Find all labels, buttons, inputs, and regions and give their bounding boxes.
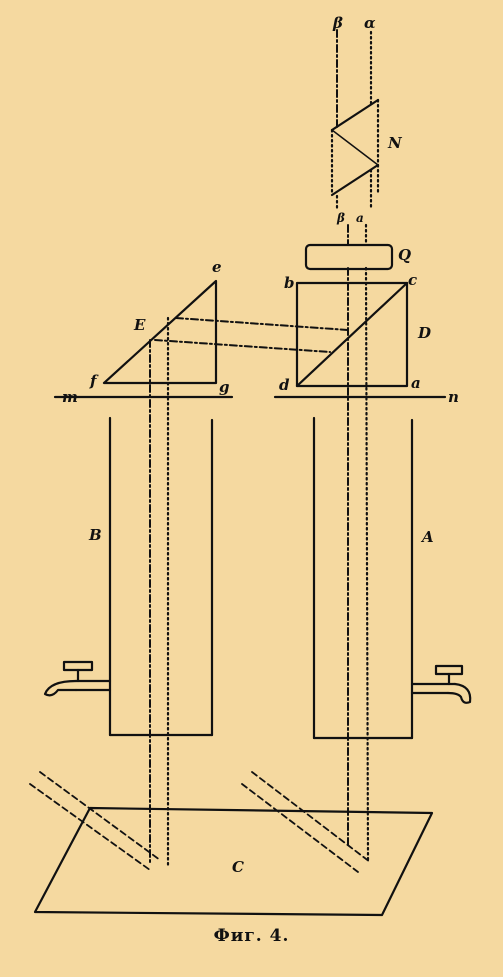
tap-B	[43, 660, 112, 697]
lens-Q	[304, 243, 394, 271]
label-n: n	[448, 388, 459, 406]
beam-A-right	[364, 266, 370, 862]
label-m: m	[62, 388, 78, 406]
beam-E-to-D-lower	[154, 339, 331, 353]
label-e: e	[212, 258, 222, 276]
label-f: f	[89, 372, 99, 390]
label-a: a	[411, 374, 421, 392]
mirror-left	[29, 771, 161, 871]
prism-E	[102, 279, 218, 385]
tube-A	[312, 416, 414, 740]
label-N: N	[387, 134, 403, 152]
tube-B	[108, 416, 214, 737]
analyzer-nicol-N	[330, 98, 380, 197]
label-D: D	[417, 324, 431, 342]
label-d: d	[279, 376, 290, 394]
label-E: E	[133, 316, 146, 334]
label-beta-top: β	[332, 14, 343, 32]
label-Q: Q	[398, 246, 411, 264]
label-B: B	[88, 526, 102, 544]
label-A: A	[420, 528, 434, 546]
figure-caption: Фиг. 4.	[213, 926, 290, 946]
tap-A	[410, 664, 472, 704]
label-c: c	[408, 271, 417, 289]
label-b: b	[284, 274, 295, 292]
beam-E-to-D-upper	[175, 317, 349, 331]
platform-C	[33, 806, 434, 917]
prism-D	[295, 281, 409, 388]
label-beta-bottom: β	[336, 211, 345, 225]
label-alpha-top: α	[364, 14, 376, 32]
mirror-right	[241, 771, 371, 873]
label-g: g	[219, 378, 230, 396]
label-C: C	[232, 858, 244, 876]
label-alpha-bottom: a	[356, 211, 364, 225]
